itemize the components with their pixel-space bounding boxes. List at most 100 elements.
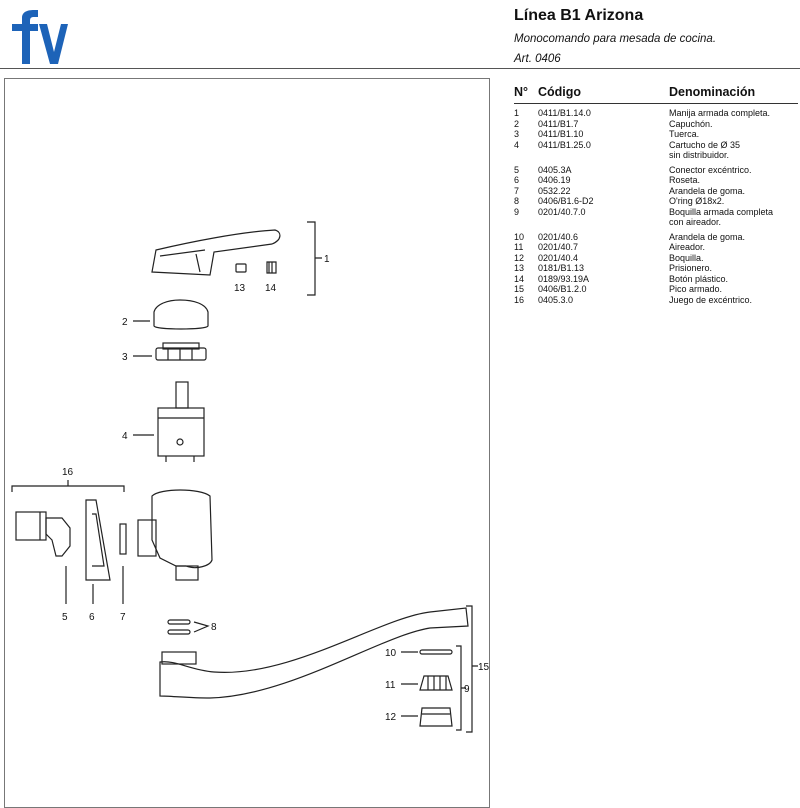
row-name: Roseta.: [669, 175, 701, 185]
callout-8: 8: [211, 622, 217, 633]
fv-logo-icon: [12, 10, 68, 64]
row-name: Tuerca.: [669, 129, 700, 139]
row-number: 14: [514, 273, 525, 284]
table-row-continuation: sin distribuidor.: [514, 150, 798, 161]
callout-9: 9: [464, 684, 470, 695]
row-code: 0405.3A: [538, 164, 572, 175]
part-nut: [155, 342, 207, 361]
part-body: [137, 489, 213, 581]
row-name: Boquilla armada completa: [669, 206, 774, 217]
callout-14: 14: [265, 283, 277, 294]
table-row-continuation: con aireador.: [514, 217, 798, 228]
header-code: Código: [538, 85, 582, 99]
row-name: Cartucho de Ø 35: [669, 139, 741, 150]
row-code: 0201/40.6: [538, 231, 579, 242]
callout-16: 16: [62, 467, 74, 478]
row-code: 0411/B1.14.0: [538, 108, 591, 118]
part-spout-washer: [419, 649, 453, 655]
callout-5: 5: [62, 612, 68, 623]
row-number: 16: [514, 294, 525, 305]
part-set-screw: [235, 263, 247, 273]
callout-15: 15: [478, 662, 490, 673]
row-number: 1: [514, 108, 520, 118]
part-cartridge: [157, 381, 205, 462]
row-name: Manija armada completa.: [669, 108, 771, 118]
callout-3: 3: [122, 352, 128, 363]
row-number: 6: [514, 175, 520, 185]
table-row: 1 0411/B1.14.0 Manija armada completa.: [514, 108, 798, 119]
title-block: Línea B1 Arizona Monocomando para mesada…: [514, 6, 794, 66]
header-divider: [0, 68, 800, 69]
table-row: 7 0532.22 Arandela de goma.: [514, 186, 798, 197]
part-rubber-washer: [119, 523, 127, 555]
row-name: Pico armado.: [669, 284, 723, 294]
row-number: 7: [514, 185, 520, 196]
bracket-15: [466, 605, 478, 733]
row-number: 4: [514, 139, 520, 150]
callout-11: 11: [385, 680, 396, 691]
part-nozzle: [419, 707, 453, 727]
row-code: 0411/B1.25.0: [538, 139, 591, 150]
row-code: 0406/B1.6-D2: [538, 196, 594, 206]
parts-table-header: N° Código Denominación: [514, 84, 798, 104]
row-code: 0201/40.7: [538, 242, 579, 252]
page-subtitle: Monocomando para mesada de cocina.: [514, 33, 717, 45]
row-name: Juego de excéntrico.: [669, 294, 753, 305]
row-code: 0406.19: [538, 175, 571, 185]
part-aerator: [419, 675, 453, 691]
row-code: 0532.22: [538, 185, 571, 196]
row-code: 0406/B1.2.0: [538, 284, 587, 294]
bracket-1: [307, 221, 322, 296]
callout-10: 10: [385, 648, 397, 659]
callout-4: 4: [122, 431, 128, 442]
part-spout: [159, 607, 469, 699]
callout-7: 7: [120, 612, 126, 623]
table-row: 3 0411/B1.10 Tuerca.: [514, 129, 798, 140]
table-row: 8 0406/B1.6-D2 O'ring Ø18x2.: [514, 196, 798, 207]
header-name: Denominación: [669, 85, 756, 99]
header-number: N°: [514, 85, 529, 99]
parts-table: N° Código Denominación 1 0411/B1.14.0 Mani…: [514, 84, 798, 305]
row-name: Botón plástico.: [669, 273, 729, 284]
row-number: 10: [514, 231, 525, 242]
callout-1: 1: [324, 254, 330, 265]
row-name: O'ring Ø18x2.: [669, 196, 725, 206]
row-code: 0201/40.4: [538, 252, 579, 263]
part-orings: [167, 619, 191, 635]
row-code: 0411/B1.10: [538, 129, 584, 139]
row-name: Arandela de goma.: [669, 185, 746, 196]
row-number: 8: [514, 196, 520, 206]
callout-13: 13: [234, 283, 246, 294]
callout-12: 12: [385, 712, 397, 723]
bracket-9: [456, 645, 466, 731]
article-number: Art. 0406: [514, 53, 561, 65]
row-number: 12: [514, 252, 525, 263]
row-number: 3: [514, 129, 520, 139]
table-row: 2 0411/B1.7 Capuchón.: [514, 119, 798, 130]
row-name-continued: sin distribuidor.: [669, 150, 730, 160]
part-cap: [153, 299, 209, 330]
part-plastic-button: [266, 261, 277, 274]
row-name: Capuchón.: [669, 118, 713, 129]
callout-2: 2: [122, 317, 128, 328]
part-handle: [151, 229, 281, 276]
table-row: 4 0411/B1.25.0 Cartucho de Ø 35: [514, 140, 798, 151]
row-number: 11: [514, 242, 524, 252]
row-number: 2: [514, 118, 520, 129]
callout-6: 6: [89, 612, 95, 623]
row-number: 9: [514, 206, 520, 217]
part-eccentric-connector: [15, 511, 71, 557]
row-name-continued: con aireador.: [669, 217, 722, 227]
row-name: Prisionero.: [669, 263, 713, 273]
row-number: 5: [514, 164, 520, 175]
row-number: 13: [514, 263, 525, 273]
row-code: 0411/B1.7: [538, 118, 579, 129]
